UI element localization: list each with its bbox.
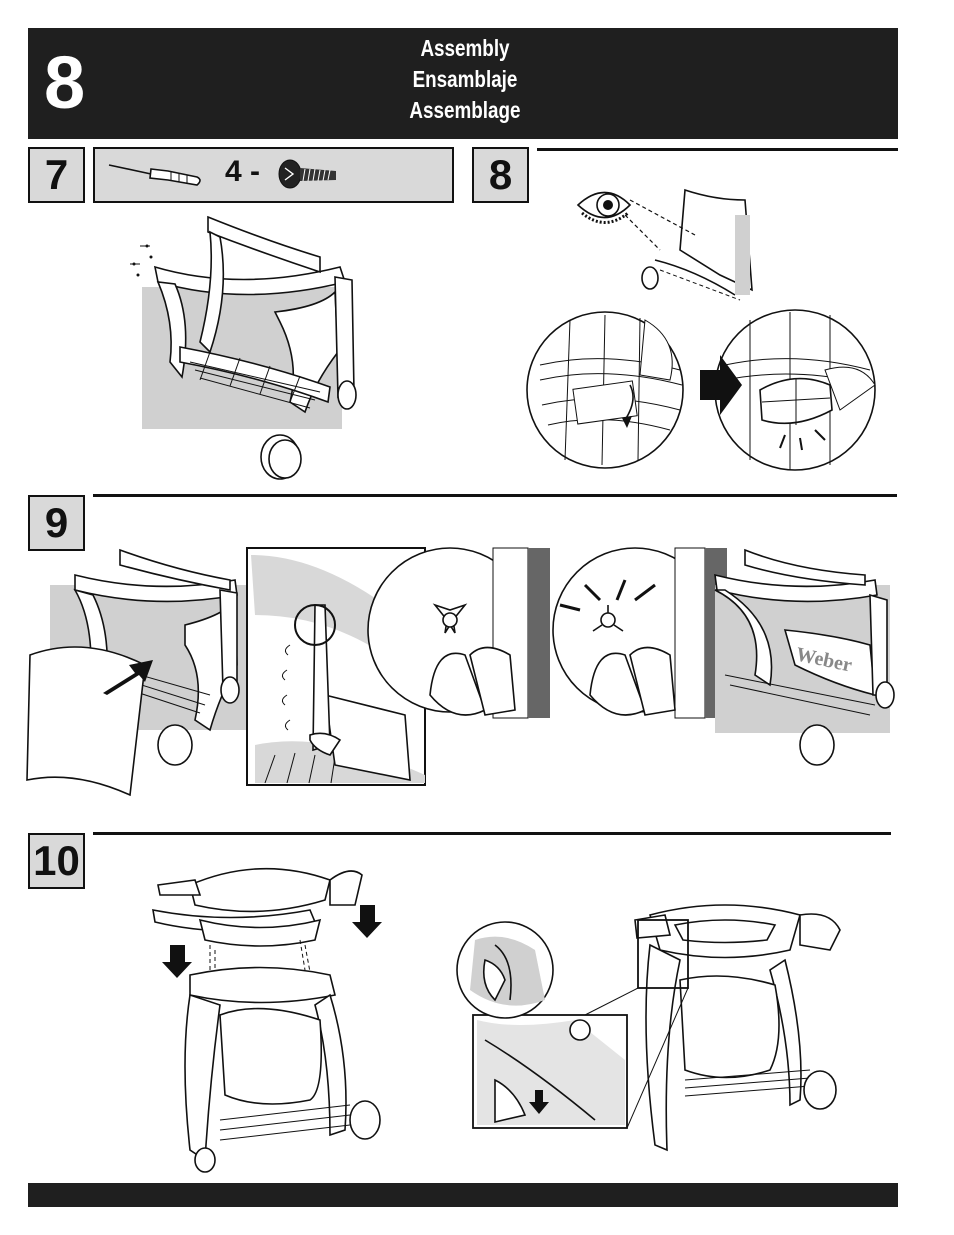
step-10-rule [93, 832, 891, 835]
step-8-number: 8 [472, 147, 529, 203]
title-french: Assemblage [371, 95, 560, 126]
page-titles: Assembly Ensamblaje Assemblage [371, 33, 560, 126]
step-9-rule [93, 494, 897, 497]
step-9-number: 9 [28, 495, 85, 551]
step-10-left-illustration [150, 860, 390, 1180]
step-8-illustration [530, 180, 890, 470]
page-number: 8 [44, 46, 83, 120]
step-8-rule [537, 148, 898, 151]
step-7-number: 7 [28, 147, 85, 203]
arrow-down-icon [162, 945, 192, 978]
eye-icon [578, 193, 630, 223]
title-english: Assembly [371, 33, 560, 64]
step-9-illustration: Weber [25, 545, 895, 805]
title-spanish: Ensamblaje [371, 64, 560, 95]
arrow-down-icon [352, 905, 382, 938]
step-7-parts-icons [93, 147, 454, 203]
step-10-number: 10 [28, 833, 85, 889]
step-10-right-illustration [455, 890, 855, 1150]
footer-bar [28, 1183, 898, 1207]
step-7-cart-illustration [120, 212, 360, 492]
screwdriver-icon [109, 165, 200, 185]
screw-icon [279, 160, 336, 188]
